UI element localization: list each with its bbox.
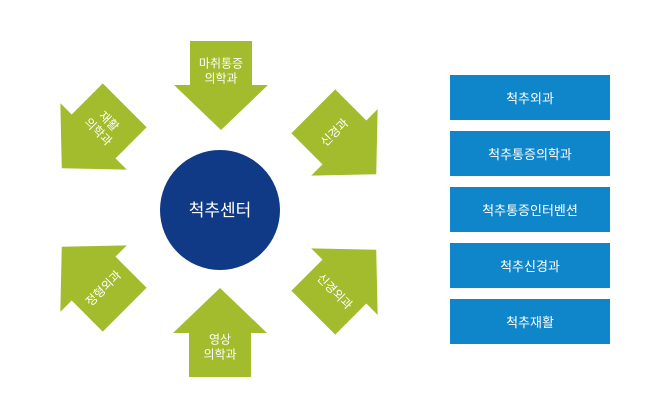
arrow-orthopedics: [60, 245, 147, 332]
list-item-spine-rehabilitation[interactable]: 척추재활: [450, 299, 610, 344]
arrow-pain-medicine-label-line: 의학과: [204, 72, 237, 86]
arrow-pain-medicine-label-line: 마취통증: [199, 57, 243, 71]
arrow-radiology: [173, 288, 267, 377]
arrow-radiology-label-line: 의학과: [203, 348, 236, 362]
arrow-rehabilitation: [60, 83, 147, 170]
list-item-spine-surgery[interactable]: 척추외과: [450, 75, 610, 120]
arrow-pain-medicine: [174, 41, 268, 130]
list-item-spine-pain-medicine[interactable]: 척추통증의학과: [450, 131, 610, 176]
center-label: 척추센터: [189, 201, 252, 221]
arrow-neurosurgery: [291, 248, 378, 335]
center-circle: [160, 150, 280, 270]
arrow-radiology-label-line: 영상: [209, 333, 231, 347]
list-item-spine-neurology[interactable]: 척추신경과: [450, 243, 610, 288]
arrow-neurology: [291, 89, 378, 176]
department-list: 척추외과 척추통증의학과 척추통증인터벤션 척추신경과 척추재활: [450, 75, 610, 355]
list-item-spine-pain-intervention[interactable]: 척추통증인터벤션: [450, 187, 610, 232]
